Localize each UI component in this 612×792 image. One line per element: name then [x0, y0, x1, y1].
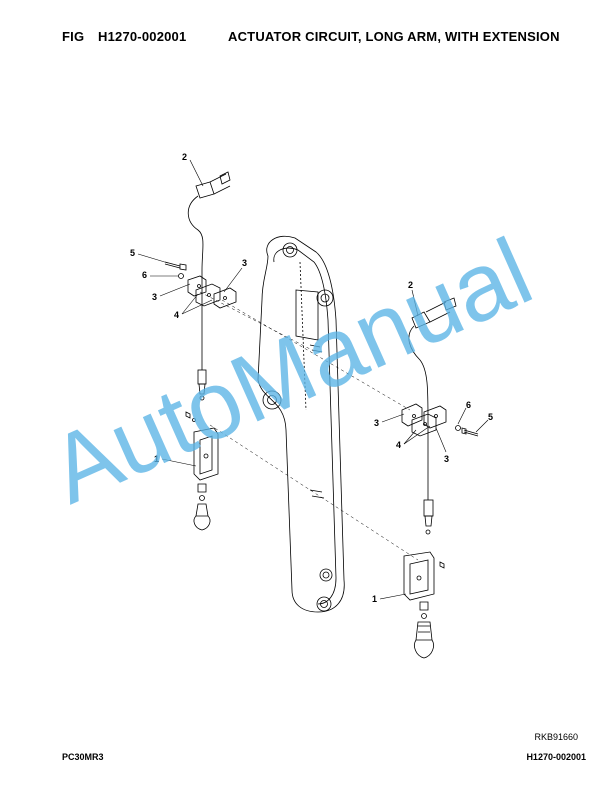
drawing-code: RKB91660 [534, 732, 578, 742]
left-plate [213, 287, 237, 309]
arm-outline [257, 235, 345, 613]
left-hose-fitting [195, 181, 215, 199]
callout-right-3a: 3 [374, 418, 379, 428]
callout-right-4: 4 [396, 440, 401, 450]
callout-right-5: 5 [488, 412, 493, 422]
automanual-watermark: AutoManual [35, 218, 547, 524]
right-clamp-upper [401, 403, 423, 427]
left-clamp-lower [195, 283, 221, 307]
right-cable [408, 325, 429, 500]
callout-left-2: 2 [182, 152, 187, 162]
callout-left-3a: 3 [152, 292, 157, 302]
model-number: PC30MR3 [62, 752, 104, 762]
figure-label: FIG [62, 29, 85, 44]
right-bracket [403, 551, 435, 601]
left-washer [178, 273, 184, 279]
right-washer [455, 425, 461, 431]
left-clamp-upper [187, 275, 207, 297]
figure-code: H1270-002001 [98, 29, 187, 44]
callout-right-2: 2 [408, 280, 413, 290]
callout-right-3b: 3 [444, 454, 449, 464]
left-assembly [164, 171, 237, 531]
right-assembly [401, 297, 479, 659]
right-clamp-lower [411, 413, 437, 437]
callout-left-5: 5 [130, 248, 135, 258]
callout-left-4: 4 [174, 310, 179, 320]
callout-right-1: 1 [372, 594, 377, 604]
figure-title: ACTUATOR CIRCUIT, LONG ARM, WITH EXTENSI… [228, 29, 560, 44]
callout-left-1: 1 [154, 454, 159, 464]
leader-lines [199, 291, 419, 561]
callout-right-6: 6 [466, 400, 471, 410]
callout-left-6: 6 [142, 270, 147, 280]
callout-left-3b: 3 [242, 258, 247, 268]
page-reference: H1270-002001 [526, 752, 586, 762]
left-bracket [193, 427, 219, 481]
right-plate [423, 405, 447, 429]
callout-leaders [137, 159, 489, 600]
left-cable [187, 195, 204, 370]
right-sensor-head [423, 499, 434, 517]
